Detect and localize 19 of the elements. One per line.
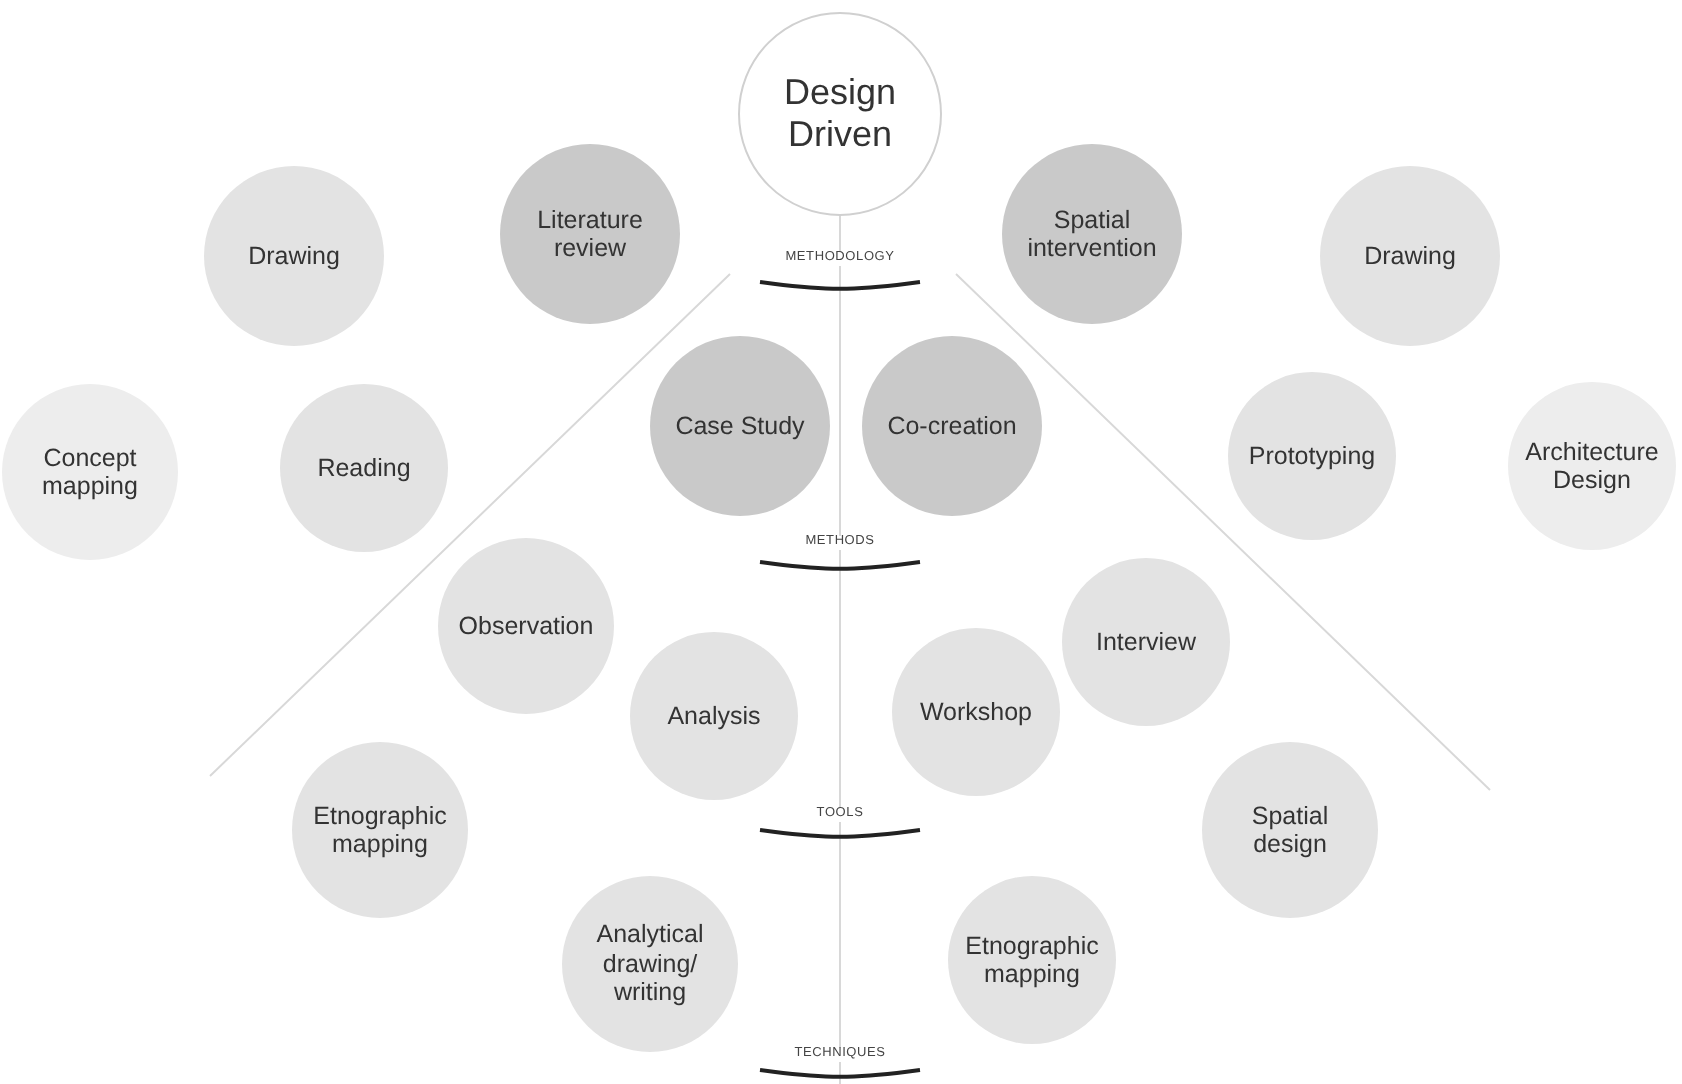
circle-label: Etnographic mapping: [311, 801, 449, 859]
circle-label: Design Driven: [781, 72, 899, 156]
circle-label: Reading: [315, 453, 413, 483]
circle-label: Architecture Design: [1523, 437, 1661, 495]
circle-label: Etnographic mapping: [963, 931, 1101, 989]
circle-label: Concept mapping: [40, 443, 140, 501]
circle-label: Spatial intervention: [1025, 205, 1159, 263]
circle-label: Case Study: [673, 411, 807, 441]
circle-label: Drawing: [1362, 241, 1458, 271]
circle-label: Prototyping: [1246, 441, 1378, 471]
circle-label: Workshop: [917, 697, 1035, 727]
circle-label: Spatial design: [1249, 801, 1331, 859]
circle-label: Analysis: [665, 701, 763, 731]
circle-label: Literature review: [535, 205, 645, 263]
circle-label: Analytical drawing/ writing: [594, 920, 706, 1008]
circle-label: Co-creation: [885, 411, 1019, 441]
circle-label: Observation: [456, 611, 596, 641]
circle-label: Drawing: [246, 241, 342, 271]
circle-label: Interview: [1093, 627, 1199, 657]
